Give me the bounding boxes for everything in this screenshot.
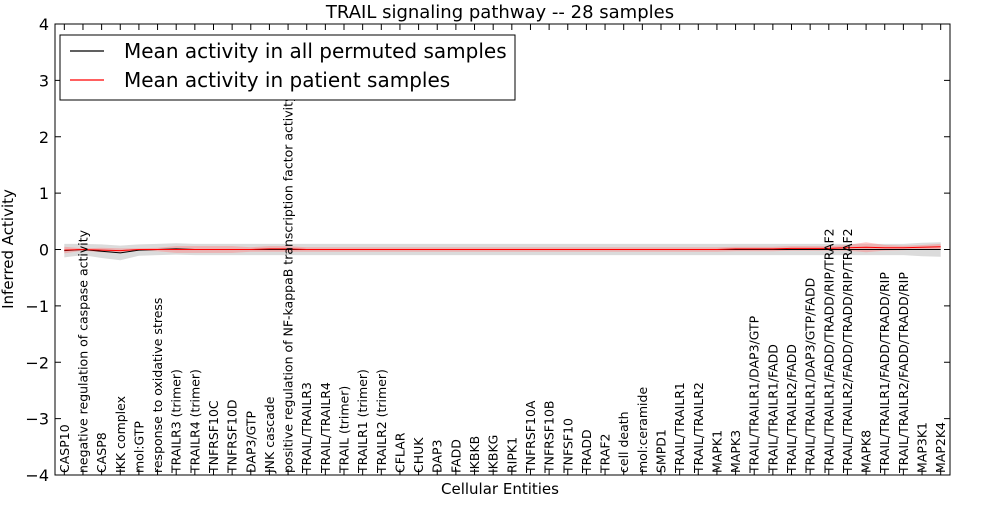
legend-box	[59, 34, 516, 101]
x-tick-label: CHUK	[411, 437, 426, 473]
x-tick-label: response to oxidative stress	[150, 298, 165, 473]
x-tick-label: DAP3/GTP	[243, 410, 258, 473]
x-tick-label: TNFRSF10C	[206, 400, 221, 474]
x-tick-label: TRAIL/TRAILR1	[672, 382, 687, 474]
chart-title: TRAIL signaling pathway -- 28 samples	[325, 2, 674, 23]
x-tick-label: DAP3	[430, 440, 445, 473]
x-tick-label: TRAIL/TRAILR1/FADD/TRADD/RIP	[877, 272, 892, 474]
x-tick-label: CASP8	[94, 432, 109, 473]
x-tick-label: TRAF2	[598, 433, 613, 474]
x-tick-label: TRAIL/TRAILR2/FADD/TRADD/RIP	[896, 272, 911, 474]
x-tick-label: TRAIL/TRAILR1/DAP3/GTP	[747, 315, 762, 474]
series-band-2	[64, 242, 941, 254]
x-tick-label: MAP3K1	[915, 422, 930, 473]
x-tick-label: IKK complex	[113, 396, 128, 473]
x-tick-label: TRAILR3 (trimer)	[169, 369, 184, 474]
x-axis-label: Cellular Entities	[441, 480, 559, 498]
x-tick-label: MAPK8	[859, 430, 874, 473]
x-tick-label: TRAIL/TRAILR3	[299, 382, 314, 474]
x-tick-label: TRAIL/TRAILR2/FADD	[784, 344, 799, 474]
x-tick-label: JNK cascade	[262, 396, 277, 474]
legend-entry-2: Mean activity in patient samples	[124, 68, 450, 92]
x-tick-label: TRAIL/TRAILR1/FADD	[765, 344, 780, 474]
x-tick-label: MAPK3	[728, 430, 743, 473]
y-tick-label: 4	[39, 15, 49, 34]
y-tick-label: −4	[25, 466, 49, 485]
x-tick-label: mol:GTP	[131, 421, 146, 473]
x-tick-label: IKBKB	[467, 436, 482, 473]
x-tick-label: negative regulation of caspase activity	[76, 229, 91, 473]
legend: Mean activity in all permuted samplesMea…	[59, 34, 516, 101]
x-tick-label: TNFRSF10A	[523, 400, 538, 474]
x-tick-label: TRAILR1 (trimer)	[355, 369, 370, 474]
x-tick-label: TNFRSF10B	[542, 401, 557, 474]
series-line-2	[64, 246, 941, 252]
x-tick-label: TNFRSF10D	[225, 399, 240, 474]
x-tick-label: TRAIL/TRAILR1/DAP3/GTP/FADD	[803, 278, 818, 474]
x-tick-label: MAPK1	[709, 430, 724, 473]
y-tick-label: 3	[39, 71, 49, 90]
x-tick-label: TRAIL/TRAILR4	[318, 382, 333, 474]
x-tick-label: FADD	[448, 439, 463, 473]
y-axis-label: Inferred Activity	[0, 189, 17, 309]
y-tick-label: −2	[25, 353, 49, 372]
x-tick-label: TNFSF10	[560, 418, 575, 474]
x-tick-label: positive regulation of NF-kappaB transcr…	[281, 94, 296, 473]
x-tick-label: TRAIL/TRAILR1/FADD/TRADD/RIP/TRAF2	[821, 228, 836, 474]
x-tick-label: CASP10	[57, 424, 72, 473]
x-tick-label: TRAIL/TRAILR2	[691, 382, 706, 474]
x-tick-label: TRAILR2 (trimer)	[374, 369, 389, 474]
x-tick-label: RIPK1	[504, 437, 519, 473]
x-tick-label: mol:ceramide	[635, 387, 650, 473]
x-tick-label: CFLAR	[392, 432, 407, 473]
x-tick-label: TRADD	[579, 429, 594, 474]
x-tick-label: TRAIL (trimer)	[337, 386, 352, 474]
y-tick-label: 2	[39, 128, 49, 147]
x-tick-label: cell death	[616, 411, 631, 473]
x-tick-label: TRAIL/TRAILR2/FADD/TRADD/RIP/TRAF2	[840, 228, 855, 474]
x-tick-label: MAP2K4	[933, 422, 948, 473]
x-tick-label: IKBKG	[486, 435, 501, 473]
x-tick-label: SMPD1	[654, 429, 669, 473]
legend-entry-1: Mean activity in all permuted samples	[124, 39, 507, 63]
series-band-1	[64, 242, 941, 261]
y-tick-label: 0	[39, 241, 49, 260]
y-tick-label: 1	[39, 184, 49, 203]
y-tick-label: −3	[25, 410, 49, 429]
x-tick-label: TRAILR4 (trimer)	[187, 369, 202, 474]
y-tick-label: −1	[25, 297, 49, 316]
